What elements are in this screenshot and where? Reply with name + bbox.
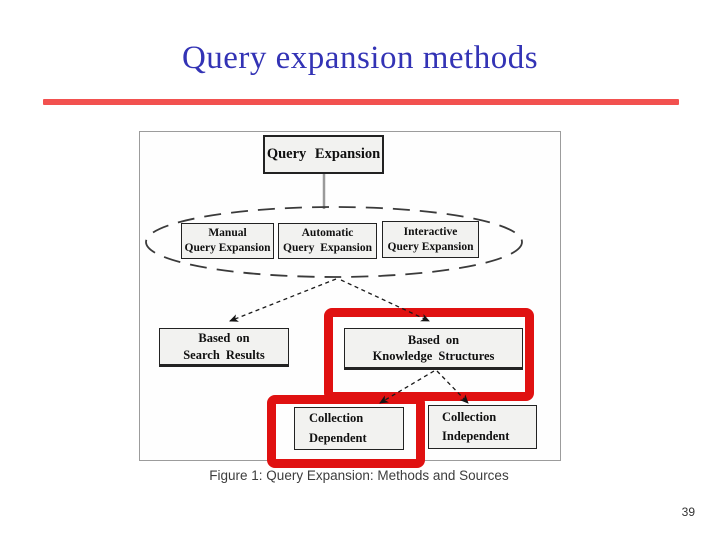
title-rule-line (43, 99, 679, 105)
node-label-line2: Query Expansion (184, 242, 271, 254)
node-interactive-query-expansion: Interactive Query Expansion (382, 221, 479, 258)
arrow-to-search-results (229, 278, 337, 322)
node-label-line1: Collection (309, 411, 364, 426)
node-automatic-query-expansion: Automatic Query Expansion (278, 223, 377, 259)
node-label-line2: Dependent (309, 430, 367, 445)
node-collection-dependent: Collection Dependent (294, 407, 404, 450)
highlight-box-collection-dependent (267, 395, 425, 468)
node-label-line2: Query Expansion (387, 240, 474, 253)
node-query-expansion: Query Expansion (263, 135, 384, 174)
page-title: Query expansion methods (181, 40, 539, 76)
figure-caption: Figure 1: Query Expansion: Methods and S… (209, 468, 509, 483)
node-manual-query-expansion: Manual Query Expansion (181, 223, 274, 259)
node-label: Query Expansion (266, 146, 381, 163)
node-label-line1: Manual (208, 227, 247, 240)
node-label-line1: Collection (442, 409, 497, 424)
node-collection-independent: Collection Independent (428, 405, 537, 449)
node-based-on-search-results: Based on Search Results (159, 328, 289, 367)
node-label-line2: Knowledge Structures (372, 349, 495, 363)
node-label-line1: Based on (198, 331, 250, 346)
node-based-on-knowledge-structures: Based on Knowledge Structures (344, 328, 523, 370)
node-label-line1: Based on (407, 332, 460, 347)
figure-panel: Query Expansion Manual Query Expansion A… (139, 131, 561, 468)
node-label-line1: Interactive (403, 225, 458, 238)
page-number: 39 (681, 505, 695, 519)
node-label-line2: Search Results (183, 347, 265, 362)
node-label-line2: Independent (442, 429, 510, 443)
node-label-line1: Automatic (301, 227, 354, 240)
node-label-line2: Query Expansion (283, 242, 372, 254)
